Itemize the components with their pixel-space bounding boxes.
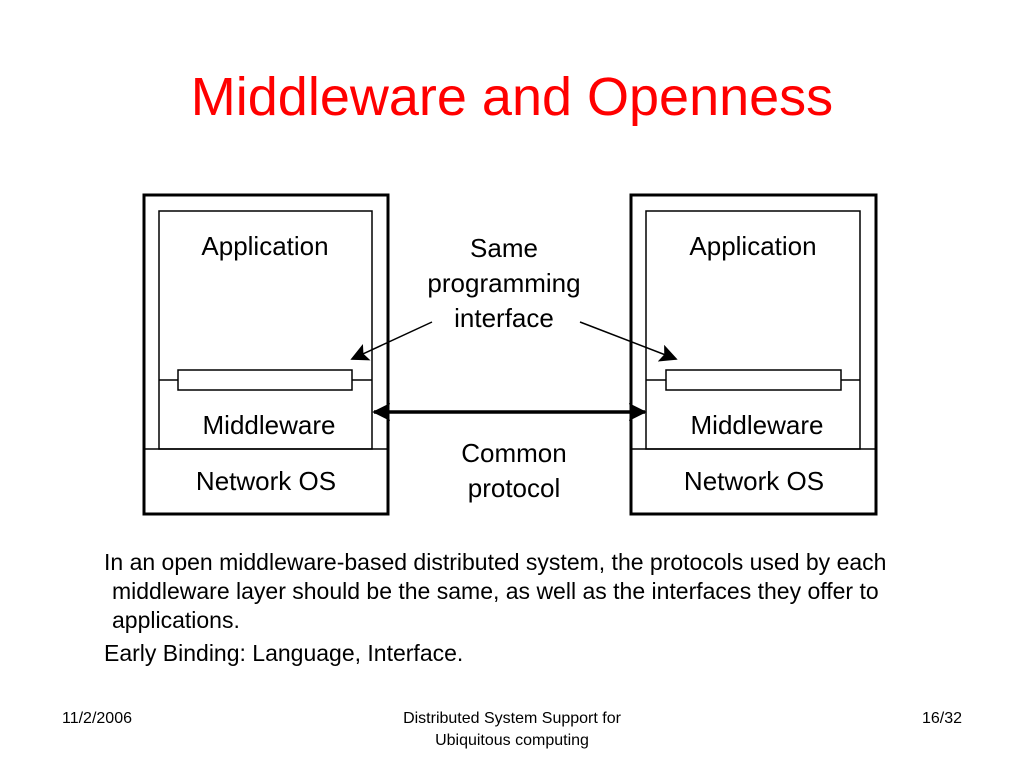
interface-annotation: Same programming interface (350, 233, 678, 362)
right-machine: Application Middleware Network OS (629, 193, 878, 516)
footer-page-number: 16/32 (921, 710, 962, 727)
interface-arrow-left (350, 321, 433, 361)
interface-annotation-line-2: programming (427, 268, 580, 298)
right-machine-outer-box (629, 193, 878, 516)
protocol-annotation: Common protocol (372, 403, 647, 503)
footer-date: 11/2/2006 (62, 710, 132, 727)
right-application-label: Application (689, 231, 816, 261)
right-network-os-label: Network OS (684, 466, 824, 496)
left-machine-outer-box (142, 193, 390, 516)
protocol-annotation-line-2: protocol (468, 473, 561, 503)
footer-title-line-1: Distributed System Support for (403, 710, 621, 727)
left-machine: Application Middleware Network OS (142, 193, 390, 516)
slide-title: Middleware and Openness (190, 67, 834, 127)
left-application-label: Application (201, 231, 328, 261)
footer-title-line-2: Ubiquitous computing (435, 732, 589, 749)
interface-arrow-right (579, 321, 678, 362)
interface-annotation-line-3: interface (454, 303, 554, 333)
left-api-bar (177, 369, 353, 391)
interface-annotation-line-1: Same (470, 233, 538, 263)
footer-title: Distributed System Support for Ubiquitou… (0, 708, 1024, 752)
left-network-os-label: Network OS (196, 466, 336, 496)
left-middleware-label: Middleware (203, 410, 336, 440)
protocol-annotation-line-1: Common (461, 438, 566, 468)
body-text: In an open middleware-based distributed … (104, 548, 984, 668)
body-paragraph-1: In an open middleware-based distributed … (104, 549, 887, 633)
body-paragraph-2: Early Binding: Language, Interface. (104, 640, 464, 666)
right-middleware-label: Middleware (691, 410, 824, 440)
right-api-bar (665, 369, 842, 391)
